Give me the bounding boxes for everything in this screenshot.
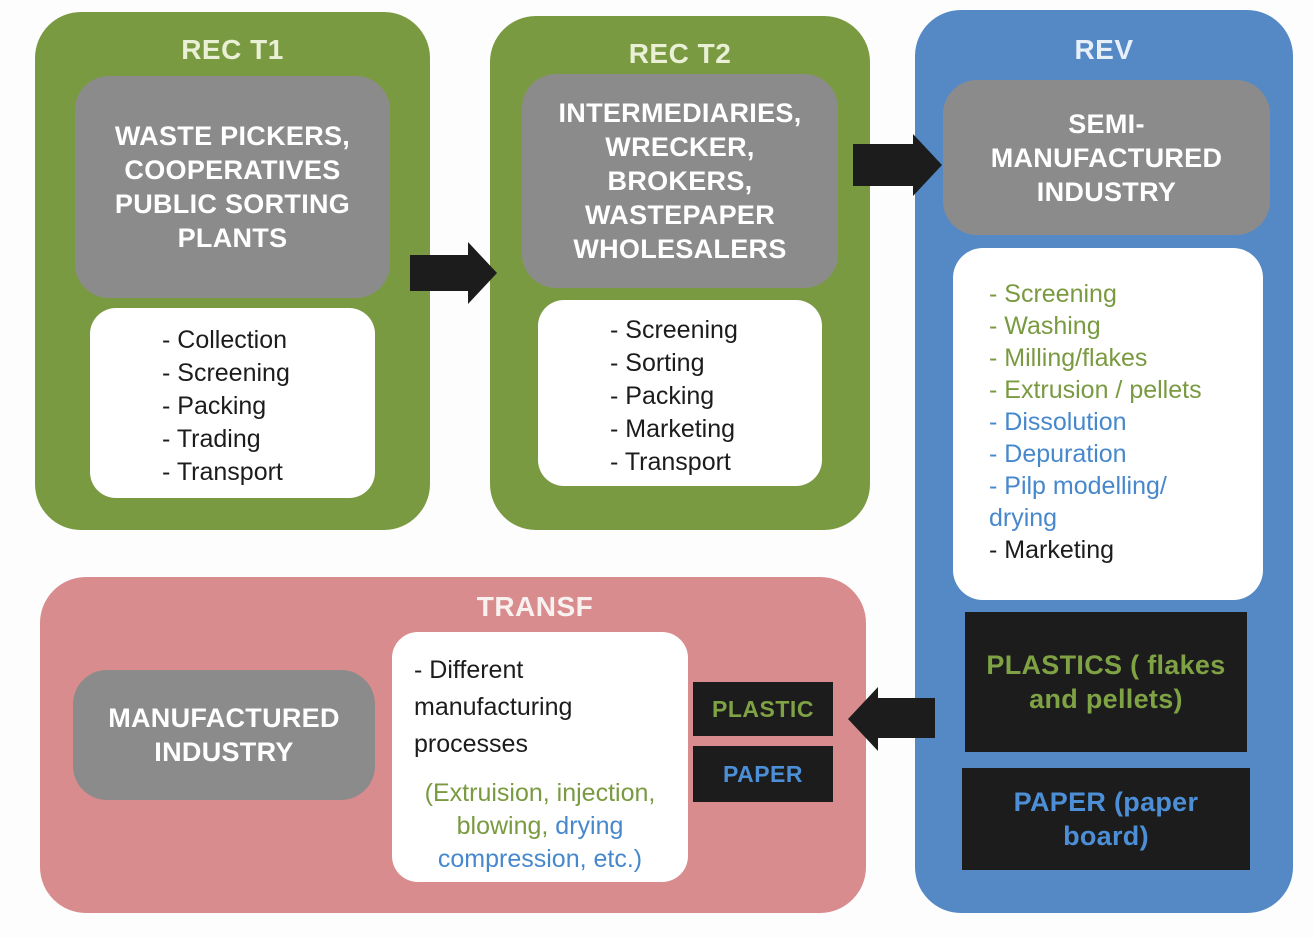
output-box-plastics: PLASTICS ( flakes and pellets): [965, 612, 1247, 752]
arrow-right-icon: [410, 242, 497, 304]
process-detail-segment: compression, etc.): [437, 845, 643, 873]
list-item: - Transport: [162, 458, 283, 486]
list-item: - Packing: [162, 392, 267, 420]
list-item: - Extrusion / pellets: [989, 376, 1202, 404]
panel-rec-t2: REC T2 INTERMEDIARIES, WRECKER, BROKERS,…: [490, 16, 870, 530]
panel-transf: TRANSF MANUFACTURED INDUSTRY - Different…: [40, 577, 866, 913]
material-label-text: PAPER: [722, 760, 804, 787]
list-item: - Depuration: [989, 440, 1127, 468]
activity-list-rec-t1: - Collection - Screening - Packing - Tra…: [90, 308, 375, 498]
process-note: - Different manufacturing processes: [414, 656, 573, 758]
process-detail-line: compression, etc.): [392, 843, 688, 876]
list-item: - Marketing: [989, 536, 1115, 564]
panel-rev: REV SEMI-MANUFACTURED INDUSTRY - Screeni…: [915, 10, 1293, 913]
list-item: - Dissolution: [989, 408, 1127, 436]
list-item: - Pilp modelling/: [989, 472, 1167, 500]
process-detail-line: blowing, drying: [392, 810, 688, 843]
output-label: PLASTICS ( flakes and pellets): [986, 650, 1226, 714]
output-box-paper: PAPER (paper board): [962, 768, 1250, 870]
list-item: - Transport: [610, 448, 731, 476]
arrow-right-icon: [853, 133, 942, 197]
list-item: - Sorting: [610, 349, 705, 377]
activity-list-rev: - Screening - Washing - Milling/flakes -…: [953, 248, 1263, 600]
arrow-left-icon: [848, 687, 935, 751]
list-item: - Trading: [162, 425, 261, 453]
entity-box-manufactured-industry: MANUFACTURED INDUSTRY: [73, 670, 375, 800]
process-detail-segment: blowing,: [456, 812, 549, 840]
panel-title-rev: REV: [1074, 34, 1134, 65]
panel-title-rec-t2: REC T2: [628, 38, 732, 69]
process-detail-line: (Extruision, injection,: [392, 777, 688, 810]
list-item: - Collection: [162, 326, 288, 354]
list-item: - Screening: [162, 359, 290, 387]
list-item: - Marketing: [610, 415, 736, 443]
material-label-text: PLASTIC: [712, 695, 814, 722]
output-label: PAPER (paper board): [1013, 787, 1199, 851]
list-item: - Screening: [989, 280, 1117, 308]
list-item: - Packing: [610, 382, 715, 410]
entity-box-waste-pickers: WASTE PICKERS, COOPERATIVES PUBLIC SORTI…: [75, 76, 390, 298]
material-label-paper: PAPER: [693, 746, 833, 802]
activity-list-rec-t2: - Screening - Sorting - Packing - Market…: [538, 300, 822, 486]
entity-box-intermediaries: INTERMEDIARIES, WRECKER, BROKERS, WASTEP…: [522, 74, 838, 288]
process-detail: (Extruision, injection, blowing, drying …: [392, 777, 688, 876]
list-item: - Screening: [610, 316, 738, 344]
panel-title-transf: TRANSF: [476, 591, 594, 622]
panel-title-rec-t1: REC T1: [181, 34, 284, 65]
list-item: drying: [989, 504, 1058, 532]
process-box-transf: - Different manufacturing processes (Ext…: [392, 632, 688, 882]
entity-box-semi-manufactured: SEMI-MANUFACTURED INDUSTRY: [943, 80, 1270, 235]
list-item: - Washing: [989, 312, 1101, 340]
process-detail-segment: (Extruision, injection,: [424, 779, 656, 807]
list-item: - Milling/flakes: [989, 344, 1148, 372]
material-label-plastic: PLASTIC: [693, 682, 833, 736]
panel-rec-t1: REC T1 WASTE PICKERS, COOPERATIVES PUBLI…: [35, 12, 430, 530]
process-detail-segment: drying: [555, 812, 624, 840]
